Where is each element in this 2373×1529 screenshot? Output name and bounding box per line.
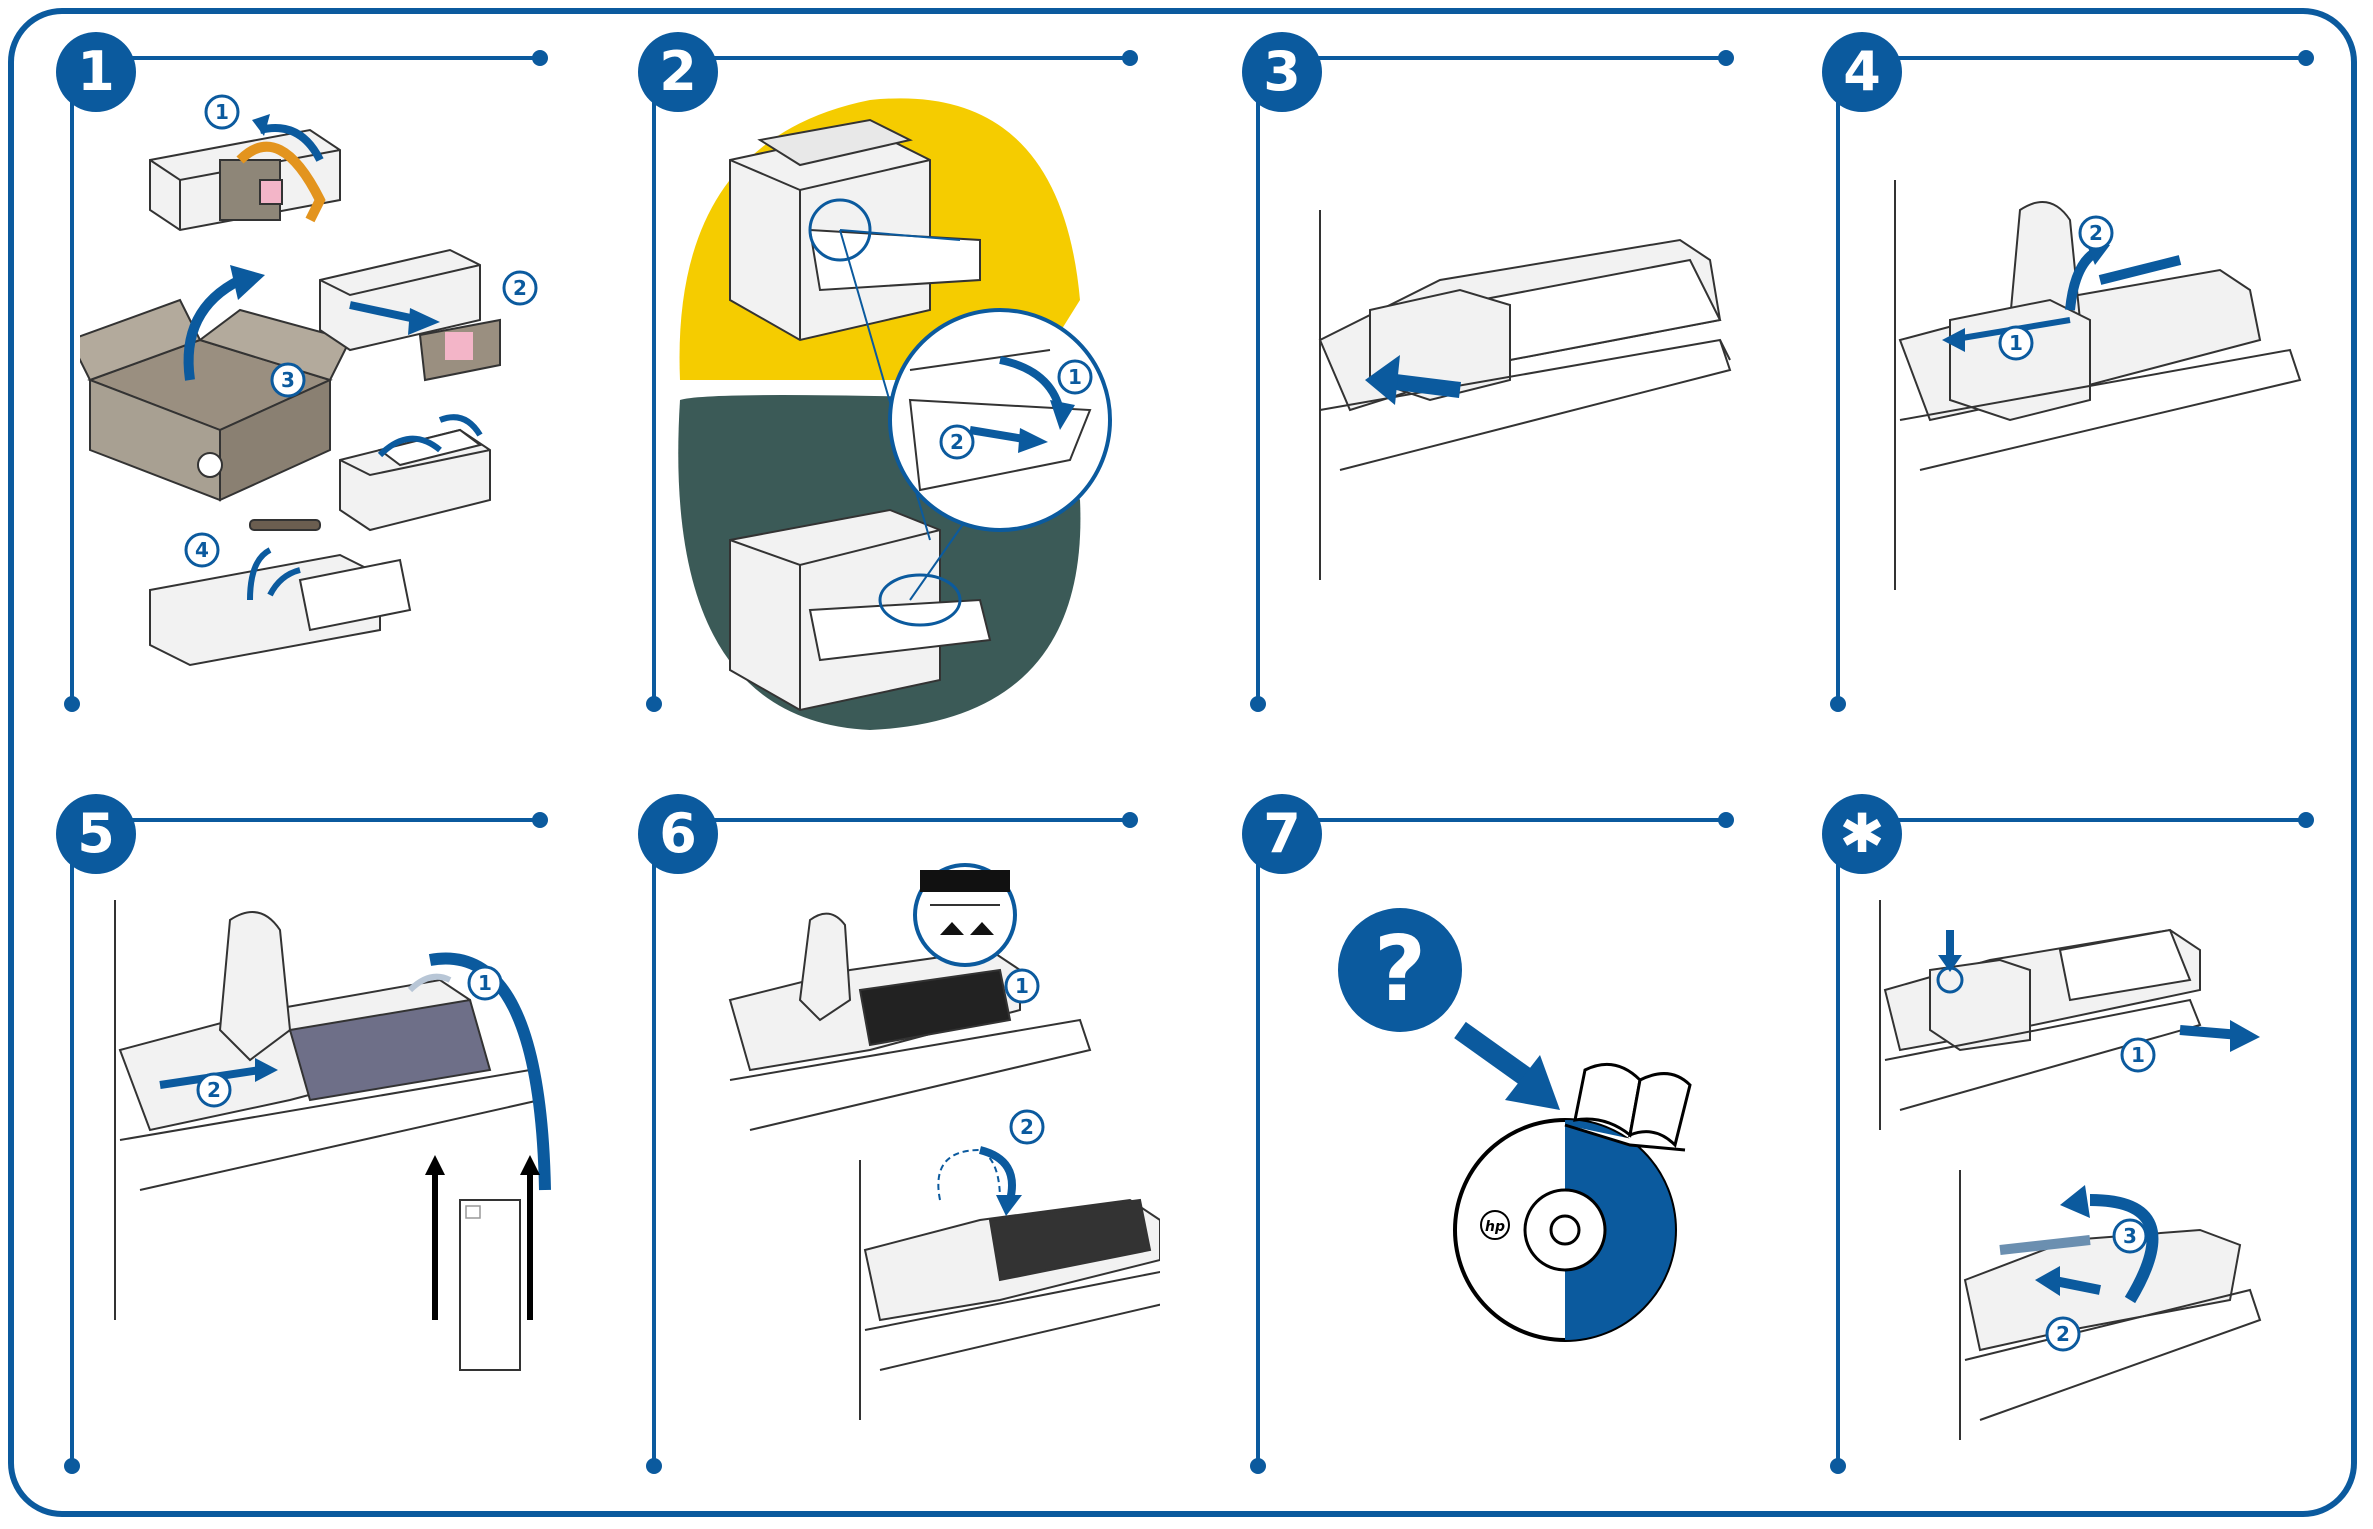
open-box-icon (80, 300, 350, 500)
svg-text:3: 3 (281, 368, 295, 392)
svg-text:3: 3 (2123, 1224, 2137, 1248)
hp-logo-icon: hp (1481, 1211, 1509, 1239)
svg-text:2: 2 (207, 1078, 221, 1102)
step-5-illustration: 1 2 (90, 900, 570, 1380)
envelope-icon (460, 1200, 520, 1370)
svg-text:4: 4 (195, 538, 209, 562)
step-6-illustration: 1 2 (700, 860, 1160, 1420)
svg-text:1: 1 (478, 971, 492, 995)
svg-text:1: 1 (2009, 331, 2023, 355)
svg-text:1: 1 (2131, 1043, 2145, 1067)
svg-text:?: ? (1374, 917, 1426, 1022)
step-3-illustration (1290, 210, 1750, 590)
step-1-illustration: 1 2 (80, 80, 540, 680)
svg-text:2: 2 (513, 276, 527, 300)
callout-1: 1 (215, 100, 229, 124)
svg-text:2: 2 (950, 430, 964, 454)
step-star-badge: ✱ (1822, 794, 1902, 874)
step-4-illustration: 1 2 (1870, 180, 2330, 600)
step-7-illustration: ? hp (1330, 900, 1750, 1350)
step-7-badge: 7 (1242, 794, 1322, 874)
svg-text:2: 2 (2089, 221, 2103, 245)
step-star-illustration: 1 3 2 (1870, 900, 2330, 1460)
svg-text:hp: hp (1485, 1219, 1505, 1235)
svg-text:1: 1 (1015, 974, 1029, 998)
step-4-badge: 4 (1822, 32, 1902, 112)
svg-text:2: 2 (2056, 1322, 2070, 1346)
handle-part-icon (250, 520, 320, 530)
step-2-illustration: 1 2 (670, 80, 1150, 730)
step-3-badge: 3 (1242, 32, 1322, 112)
svg-text:1: 1 (1068, 365, 1082, 389)
svg-text:2: 2 (1020, 1115, 1034, 1139)
step-5-badge: 5 (56, 794, 136, 874)
